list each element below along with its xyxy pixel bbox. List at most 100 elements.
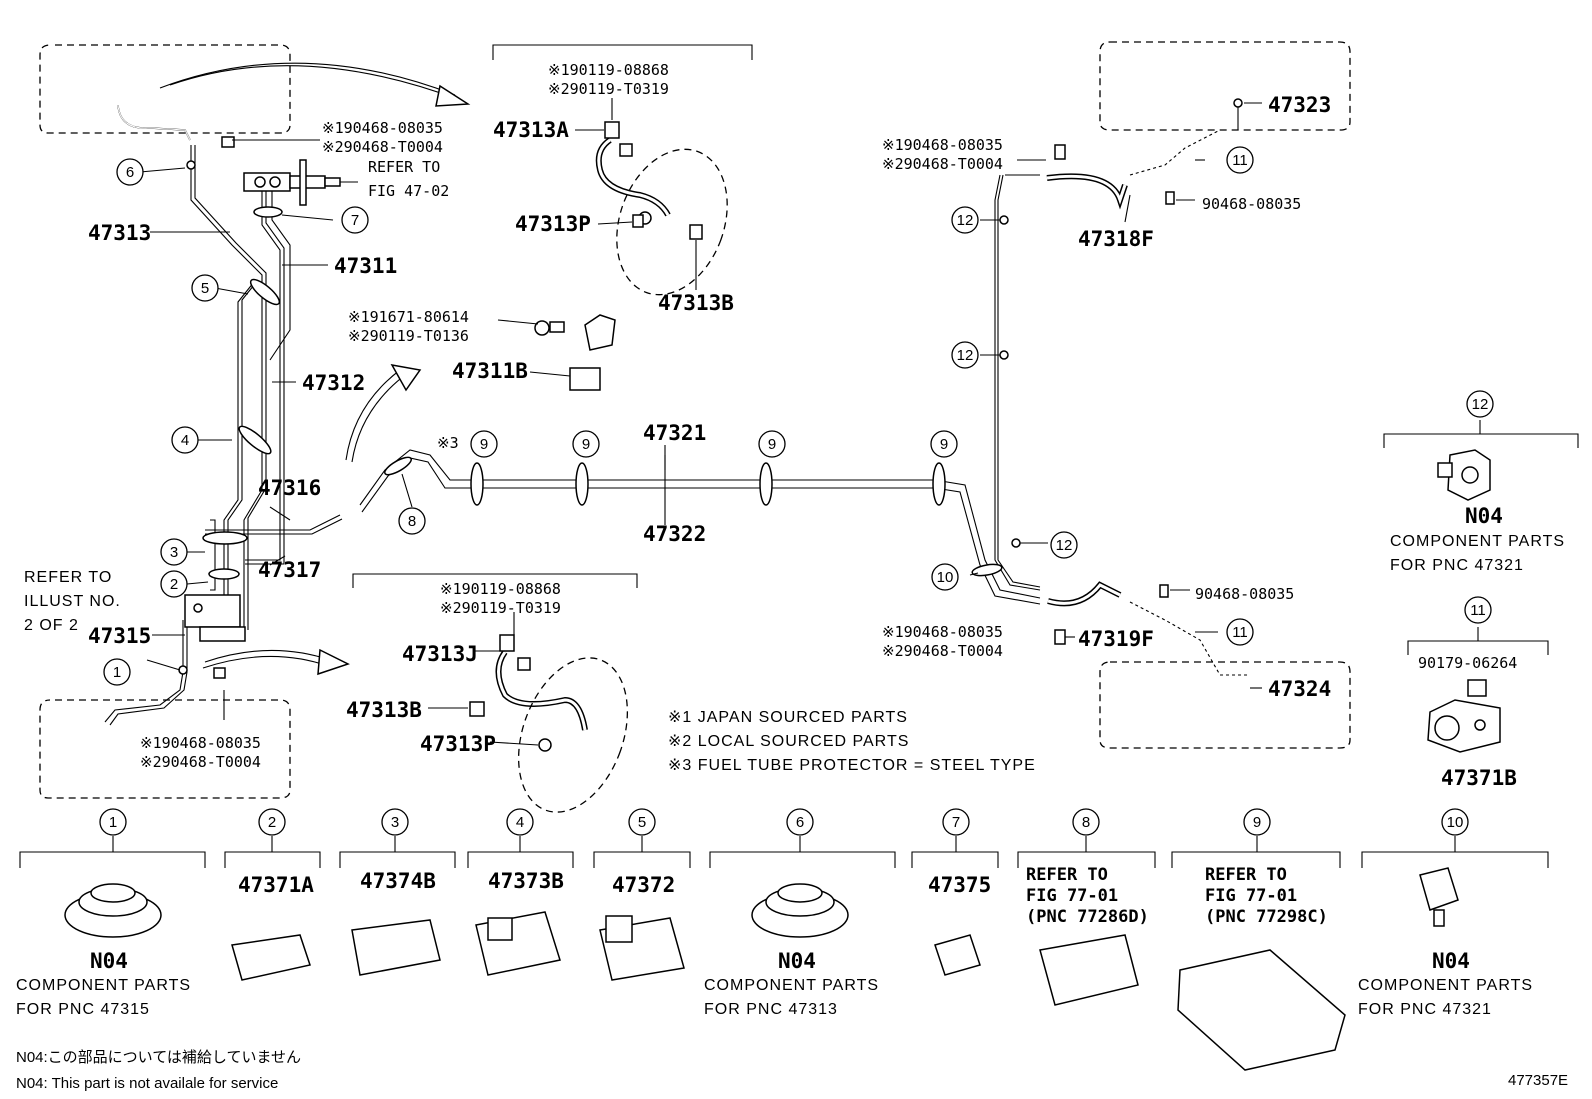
callout-9c [758,430,786,458]
callout-b9 [1243,808,1271,836]
callout-number: 12 [1472,396,1489,413]
callout-number: 9 [768,436,776,453]
callout-11c [1464,596,1492,624]
part-label-47316: 47316 [258,476,321,500]
part-label-47323: 47323 [1268,93,1331,117]
part-label-90468-a: 90468-08035 [1202,195,1301,213]
n04-code: N04 [778,949,816,973]
refer-fig-4702-2: FIG 47-02 [368,182,449,200]
refer-77298-2: FIG 77-01 [1205,886,1297,906]
reference-boxes [39,41,1351,799]
part-label-47371A: 47371A [238,873,314,897]
callout-number: 12 [957,212,974,229]
callout-number: 11 [1232,624,1248,641]
callout-12b [951,341,979,369]
part-label-47313P: 47313P [420,732,496,756]
refer-illust-3: 2 OF 2 [24,617,79,634]
callout-12c [1050,531,1078,559]
callout-number: 6 [126,164,134,181]
callout-1 [103,658,131,686]
part-numbers-small: 90468-08035 90468-08035 90179-06264 ※3 [437,195,1517,672]
note-top-mid-2: ※290119-T0319 [548,80,669,98]
callout-9b [572,430,600,458]
note-bot-mid-2: ※290119-T0319 [440,599,561,617]
clamp-12-illustration [1437,449,1491,501]
legend-japan-sourced: ※1 JAPAN SOURCED PARTS [668,709,908,726]
callout-number: 7 [952,814,960,831]
n04-code: N04 [1432,949,1470,973]
callout-number: 11 [1470,602,1486,619]
master-cylinder-block [221,136,341,206]
callout-number: 9 [582,436,590,453]
callout-b2 [258,808,286,836]
part-label-47311B: 47311B [452,359,528,383]
part-label-47313: 47313 [88,221,151,245]
refer-illust-1: REFER TO [24,569,112,586]
callout-5 [191,274,219,302]
line-clamps [178,160,1021,675]
callout-4 [171,426,199,454]
note-br-1: ※190468-08035 [882,623,1003,641]
group-brackets [19,44,1579,868]
callout-b7 [942,808,970,836]
callout-number: 8 [1082,814,1090,831]
callout-b6 [786,808,814,836]
part-label-47319F: 47319F [1078,627,1154,651]
part-label-47372: 47372 [612,873,675,897]
note-bracket-2: ※290119-T0136 [348,327,469,345]
callout-10 [931,563,959,591]
refer-fig-4702-1: REFER TO [368,158,440,176]
part-label-47373B: 47373B [488,869,564,893]
n04-code: N04 [90,949,128,973]
flex-hoses [117,98,1250,676]
callout-6 [116,158,144,186]
note-bracket-1: ※191671-80614 [348,308,469,326]
callout-7 [341,206,369,234]
callout-b8 [1072,808,1100,836]
note-tl-2: ※290468-T0004 [322,138,443,156]
callout-b4 [506,808,534,836]
steel-note-marker: ※3 [437,434,459,452]
component-parts-text: COMPONENT PARTS [16,977,191,994]
refer-77286-3: (PNC 77286D) [1026,907,1149,927]
three-way-valve [184,594,246,679]
callout-8 [398,507,426,535]
callout-number: 5 [201,280,209,297]
part-label-47318F: 47318F [1078,227,1154,251]
legend-fuel-tube-protector: ※3 FUEL TUBE PROTECTOR = STEEL TYPE [668,757,1036,774]
callout-11a [1226,146,1254,174]
callout-12d [1466,390,1494,418]
callout-circles [99,146,1494,836]
refer-illust-2: ILLUST NO. [24,593,121,610]
callout-number: 4 [181,432,189,449]
callout-number: 10 [937,569,954,586]
callout-number: 6 [796,814,804,831]
refer-77286-1: REFER TO [1026,865,1108,885]
footnote-japanese: N04:この部品については補給していません [16,1049,301,1066]
callout-2 [160,570,188,598]
component-pnc-text: FOR PNC 47321 [1358,1001,1492,1018]
note-tl-1: ※190468-08035 [322,119,443,137]
callout-number: 8 [408,513,416,530]
callout-number: 3 [170,544,178,561]
bottom-captions: N04 COMPONENT PARTS FOR PNC 47315 47371A… [16,865,1532,1018]
part-label-47371B: 47371B [1441,766,1517,790]
figure-code: 477357E [1508,1072,1568,1089]
callout-number: 12 [957,347,974,364]
leader-lines [139,98,1262,746]
footnote-english: N04: This part is not availale for servi… [16,1075,278,1092]
note-tr-2: ※290468-T0004 [882,155,1003,173]
component-pnc-text: FOR PNC 47315 [16,1001,150,1018]
part-label-47313P: 47313P [515,212,591,236]
callout-b10 [1441,808,1469,836]
component-pnc-text: FOR PNC 47321 [1390,557,1524,574]
part-label-47313A: 47313A [493,118,569,142]
callout-number: 1 [113,664,121,681]
callout-number: 10 [1447,814,1464,831]
note-bot-mid-1: ※190119-08868 [440,580,561,598]
callout-3 [160,538,188,566]
callout-numbers: 6 7 5 4 3 2 1 8 9 9 9 9 10 12 12 12 11 1… [109,152,1489,831]
callout-number: 1 [109,814,117,831]
refer-77298-3: (PNC 77298C) [1205,907,1328,927]
callout-number: 9 [1253,814,1261,831]
